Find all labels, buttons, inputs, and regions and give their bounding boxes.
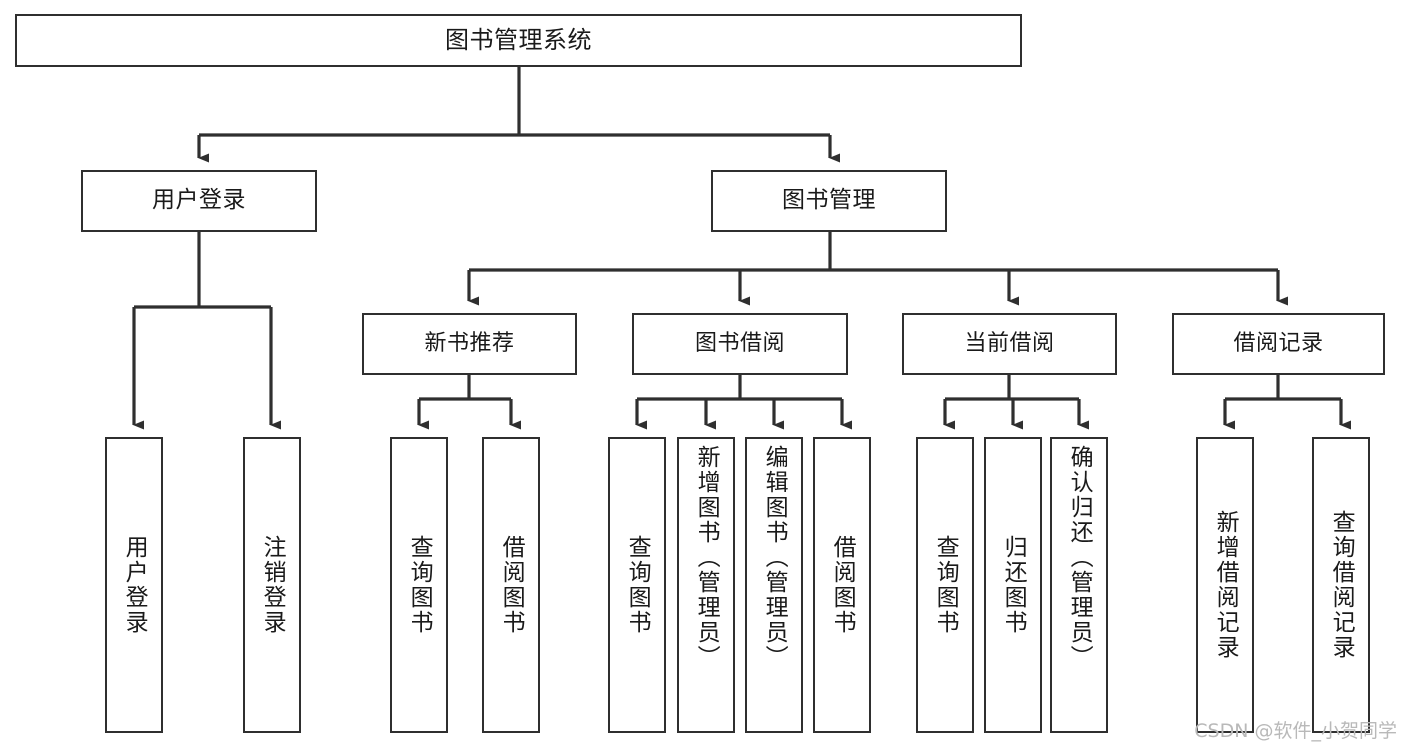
node-current-borrow[interactable]: 当前借阅 <box>902 313 1117 375</box>
node-leaf-query-borrow-record[interactable]: 查询借阅记录 <box>1312 437 1370 733</box>
node-leaf-query-book-1-label: 查询图书 <box>406 535 433 635</box>
node-leaf-borrow-book-1-label: 借阅图书 <box>498 535 525 635</box>
node-leaf-borrow-book-1[interactable]: 借阅图书 <box>482 437 540 733</box>
node-leaf-borrow-book-2[interactable]: 借阅图书 <box>813 437 871 733</box>
node-leaf-edit-book[interactable]: 编辑图书（管理员） <box>745 437 803 733</box>
node-leaf-query-book-2[interactable]: 查询图书 <box>608 437 666 733</box>
node-leaf-add-borrow-record-label: 新增借阅记录 <box>1212 510 1239 660</box>
node-book-manage-label: 图书管理 <box>782 187 876 214</box>
node-leaf-query-book-3-label: 查询图书 <box>932 535 959 635</box>
node-leaf-query-borrow-record-label: 查询借阅记录 <box>1328 510 1355 660</box>
node-current-borrow-label: 当前借阅 <box>964 331 1055 357</box>
node-leaf-return-book-label: 归还图书 <box>1000 535 1027 635</box>
node-new-book-recommend[interactable]: 新书推荐 <box>362 313 577 375</box>
node-leaf-edit-book-label: 编辑图书（管理员） <box>761 445 788 670</box>
node-leaf-return-book[interactable]: 归还图书 <box>984 437 1042 733</box>
node-leaf-borrow-book-2-label: 借阅图书 <box>829 535 856 635</box>
node-user-login[interactable]: 用户登录 <box>81 170 317 232</box>
node-root-label: 图书管理系统 <box>445 26 592 55</box>
node-leaf-confirm-return[interactable]: 确认归还（管理员） <box>1050 437 1108 733</box>
node-leaf-user-logout[interactable]: 注销登录 <box>243 437 301 733</box>
node-leaf-query-book-1[interactable]: 查询图书 <box>390 437 448 733</box>
node-new-book-recommend-label: 新书推荐 <box>424 331 515 357</box>
node-leaf-add-book[interactable]: 新增图书（管理员） <box>677 437 735 733</box>
node-user-login-label: 用户登录 <box>152 187 246 214</box>
node-book-borrow[interactable]: 图书借阅 <box>632 313 848 375</box>
node-borrow-record[interactable]: 借阅记录 <box>1172 313 1385 375</box>
node-leaf-confirm-return-label: 确认归还（管理员） <box>1066 445 1093 670</box>
node-borrow-record-label: 借阅记录 <box>1233 331 1324 357</box>
csdn-watermark: CSDN @软件_小贺同学 <box>1194 720 1397 742</box>
node-leaf-add-borrow-record[interactable]: 新增借阅记录 <box>1196 437 1254 733</box>
node-leaf-add-book-label: 新增图书（管理员） <box>693 445 720 670</box>
node-leaf-query-book-3[interactable]: 查询图书 <box>916 437 974 733</box>
node-book-borrow-label: 图书借阅 <box>694 331 785 357</box>
node-book-manage[interactable]: 图书管理 <box>711 170 947 232</box>
node-leaf-user-login[interactable]: 用户登录 <box>105 437 163 733</box>
node-leaf-query-book-2-label: 查询图书 <box>624 535 651 635</box>
node-leaf-user-login-label: 用户登录 <box>121 535 148 635</box>
node-root[interactable]: 图书管理系统 <box>15 14 1022 67</box>
node-leaf-user-logout-label: 注销登录 <box>259 535 286 635</box>
